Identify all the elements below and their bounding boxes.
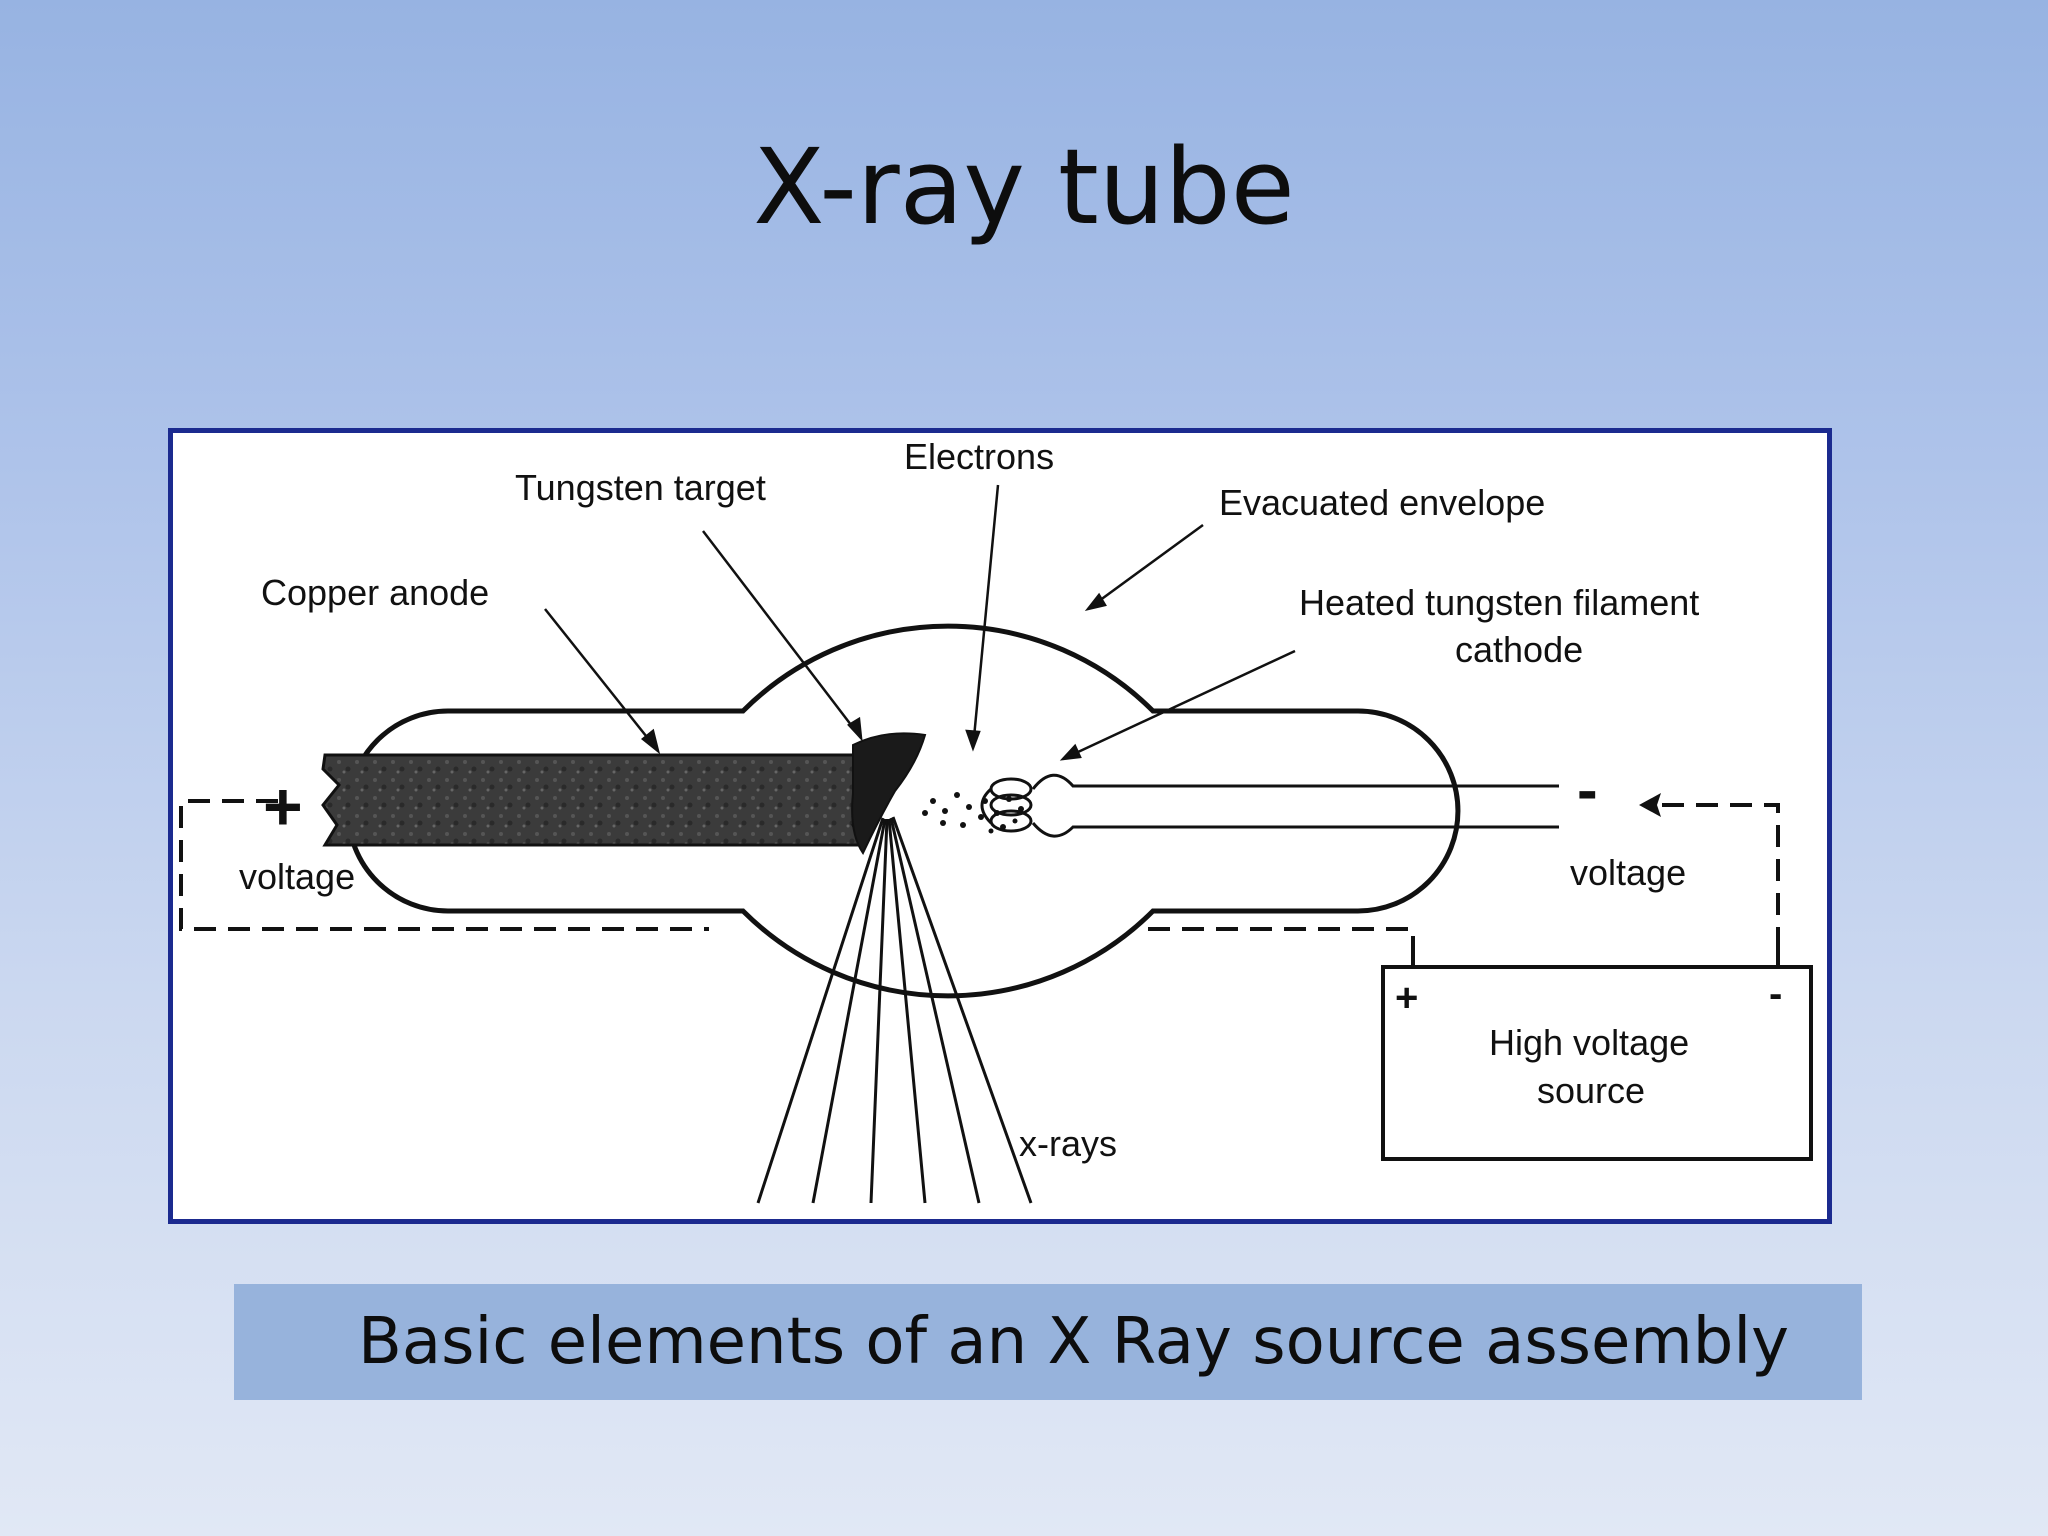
label-source: source: [1537, 1070, 1645, 1111]
caption-box: Basic elements of an X Ray source assemb…: [234, 1284, 1862, 1400]
label-voltage-right: voltage: [1570, 852, 1686, 893]
copper-anode: [321, 753, 889, 847]
label-minus-terminal: -: [1577, 756, 1598, 825]
tungsten-target: [851, 732, 927, 855]
label-cathode: cathode: [1455, 629, 1583, 670]
dashed-circuit: [179, 799, 1780, 949]
label-high-voltage: High voltage: [1489, 1022, 1689, 1063]
caption-text: Basic elements of an X Ray source assemb…: [358, 1305, 1789, 1379]
label-source-plus: +: [1395, 976, 1418, 1020]
label-xrays: x-rays: [1019, 1123, 1117, 1164]
label-source-minus: -: [1769, 972, 1782, 1016]
high-voltage-source-box: [1381, 965, 1813, 1161]
label-plus-terminal: +: [263, 769, 303, 845]
filament-coil: [989, 777, 1033, 833]
cathode-stem: [980, 773, 1559, 838]
label-electrons: Electrons: [904, 436, 1054, 477]
label-voltage-left: voltage: [239, 856, 355, 897]
evacuated-envelope-outline: [345, 623, 1461, 999]
label-evacuated-envelope: Evacuated envelope: [1219, 482, 1545, 523]
return-arrowhead: [1639, 793, 1661, 817]
label-tungsten-target: Tungsten target: [515, 467, 766, 508]
xray-beams: [756, 816, 1033, 1204]
diagram-canvas: Tungsten target Electrons Evacuated enve…: [179, 436, 1813, 1204]
slide-title: X-ray tube: [753, 126, 1295, 248]
label-copper-anode: Copper anode: [261, 572, 489, 613]
leader-arrows: [544, 484, 1296, 761]
label-heated-filament: Heated tungsten filament: [1299, 582, 1699, 623]
xray-tube-diagram: Tungsten target Electrons Evacuated enve…: [168, 428, 1832, 1224]
